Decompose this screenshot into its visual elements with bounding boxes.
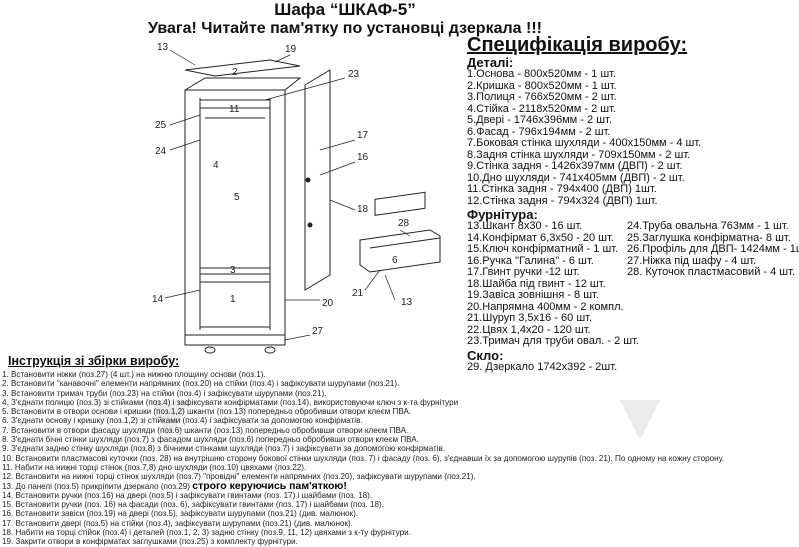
callout-5: 5 [234, 192, 240, 203]
callout-6: 6 [392, 255, 398, 266]
watermark-icons [150, 400, 660, 440]
details-list: Деталі: 1.Основа - 800x520мм - 1 шт.2.Кр… [467, 56, 701, 207]
callout-25: 25 [155, 120, 167, 131]
callout-13b: 13 [401, 297, 413, 308]
glass-heading: Скло: [467, 348, 504, 363]
instruction-step: 10. Встановити пластмасові куточки (поз.… [2, 453, 725, 463]
instruction-step: 2. Встановити "канавочні" елементи напря… [2, 379, 400, 389]
fitting-item: 21.Шуруп 3,5x16 - 60 шт. [467, 312, 593, 324]
instruction-step: 5. Встановити в отвори основи і кришки (… [2, 407, 412, 417]
instructions-heading: Інструкція зі збірки виробу: [8, 354, 180, 368]
step-emphasis: строго керуючись пам'яткою! [192, 479, 347, 492]
instruction-step: 13. До панелі (поз.5) прикріпити дзеркал… [2, 479, 347, 492]
instruction-step: 4. З'єднати полицю (поз.3) зі стійками (… [2, 397, 459, 407]
callout-11: 11 [229, 104, 240, 115]
fitting-item: 24.Труба овальна 763мм - 1 шт. [627, 220, 789, 232]
instruction-step: 14. Встановити ручки (поз.16) на двері (… [2, 490, 373, 500]
fitting-item: 23.Тримач для труби овал. - 2 шт. [467, 335, 639, 347]
detail-item: 5.Двері - 1746x396мм - 2 шт. [467, 114, 612, 126]
detail-item: 7.Боковая стінка шухляди - 400x150мм - 4… [467, 137, 702, 149]
detail-item: 10.Дно шухляди - 741x405мм (ДВП) - 2 шт. [467, 171, 685, 184]
instruction-step: 7. Встановити в отвори фасаду шухляди (п… [2, 425, 409, 435]
fitting-item: 13.Шкант 8x30 - 16 шт. [467, 220, 583, 232]
callout-1: 1 [230, 294, 236, 305]
glass-section: Скло: 29. Дзеркало 1742x392 - 2шт. [467, 349, 617, 374]
instruction-step: 19. Закрити отвори в конфірматах заглушк… [2, 537, 298, 547]
callout-2: 2 [232, 67, 238, 78]
detail-item: 6.Фасад - 796x194мм - 2 шт. [467, 125, 611, 138]
callout-19: 19 [285, 44, 297, 55]
detail-item: 2.Кришка - 800x520мм - 1 шт. [467, 79, 617, 92]
instruction-step: 8. З'єднати бічні стінки шухляди (поз.7)… [2, 435, 419, 445]
wardrobe-carcass [184, 59, 302, 354]
detail-item: 8.Задня стінка шухляди - 709x150мм - 2 ш… [467, 148, 691, 161]
callout-3: 3 [230, 265, 236, 276]
instruction-step: 15. Встановити ручки (поз. 16) на фасади… [2, 500, 385, 510]
fitting-item: 20.Напрямна 400мм - 2 компл. [467, 300, 624, 313]
instruction-step: 11. Набити на нижні торці стінок (поз.7,… [2, 462, 307, 472]
detail-item: 3.Полиця - 766x520мм - 2 шт. [467, 91, 617, 103]
instruction-step: 9. З'єднати задню стінку шухляди (поз.8)… [2, 444, 446, 454]
page-title: Шафа “ШКАФ-5” [274, 0, 416, 19]
callout-14: 14 [152, 294, 164, 305]
fittings-heading: Фурнітура: [467, 207, 538, 222]
callout-17: 17 [357, 130, 369, 141]
detail-item: 9.Стінка задня - 1426x397мм (ДВП) - 2 шт… [467, 160, 683, 172]
spec-heading: Специфікація виробу: [467, 34, 688, 56]
callout-4: 4 [213, 160, 219, 171]
callout-16: 16 [357, 152, 369, 163]
callout-20: 20 [322, 298, 334, 309]
fitting-item: 16.Ручка "Галина" - 6 шт. [467, 254, 594, 267]
drawer [359, 191, 441, 273]
fitting-item: 25.Заглушка конфірматна- 8 шт. [627, 231, 791, 244]
callout-numbers: 13 19 23 25 24 4 5 17 16 18 20 14 27 28 … [152, 42, 413, 337]
instruction-step: 3. Встановити тримач труби (поз.23) на с… [2, 388, 327, 398]
fitting-item: 28. Куточок пластмасовий - 4 шт. [627, 266, 795, 278]
instruction-step: 18. Набити на торці стійок (поз.4) і дет… [2, 528, 411, 538]
callout-18: 18 [357, 204, 369, 215]
detail-item: 12.Стінка задня - 794x324 (ДВП) 1шт. [467, 194, 658, 207]
callout-28: 28 [398, 218, 410, 229]
fitting-item: 15.Ключ конфірматний - 1 шт. [467, 243, 619, 255]
callout-21: 21 [352, 288, 364, 299]
instruction-step: 12. Встановити на нижні торці стінок шух… [2, 472, 476, 482]
instruction-step: 17. Встановити двері (поз.5) на стійки (… [2, 518, 353, 528]
fittings-list-left: 13.Шкант 8x30 - 16 шт.14.Конфірмат 6,3x5… [467, 220, 639, 348]
callout-23: 23 [348, 69, 360, 80]
instructions-list: 1. Встановити ніжки (поз.27) (4 шт.) на … [2, 370, 724, 547]
fitting-item: 14.Конфірмат 6,3x50 - 20 шт. [467, 231, 614, 244]
callout-27: 27 [312, 326, 324, 337]
detail-item: 11.Стінка задня - 794x400 (ДВП) 1шт. [467, 183, 657, 195]
fitting-item: 22.Цвях 1,4x20 - 120 шт. [467, 323, 591, 336]
glass-item: 29. Дзеркало 1742x392 - 2шт. [467, 361, 618, 373]
callout-lines [164, 49, 411, 341]
instruction-step: 1. Встановити ніжки (поз.27) (4 шт.) на … [2, 370, 266, 379]
fitting-item: 17.Гвинт ручки -12 шт. [467, 266, 580, 278]
wardrobe-door [304, 69, 331, 291]
fittings-list-right: 24.Труба овальна 763мм - 1 шт.25.Заглушк… [627, 220, 799, 279]
fitting-item: 19.Завіса зовнішня - 8 шт. [467, 289, 599, 301]
callout-13: 13 [157, 42, 169, 53]
callout-24: 24 [155, 146, 167, 157]
instruction-step: 6. З'єднати основу і кришку (поз.1,2) зі… [2, 416, 363, 426]
instruction-step: 16. Встановити завіси (поз.19) на двері … [2, 509, 359, 519]
detail-item: 4.Стійка - 2118x520мм - 2 шт. [467, 102, 616, 115]
detail-item: 1.Основа - 800x520мм - 1 шт. [467, 68, 617, 80]
mirror-warning: Увага! Читайте пам'ятку по установці дзе… [148, 20, 542, 37]
fitting-item: 27.Ніжка під шафу - 4 шт. [627, 254, 757, 267]
fitting-item: 18.Шайба під гвинт - 12 шт. [467, 277, 606, 290]
details-heading: Деталі: [467, 55, 514, 70]
fitting-item: 26.Профіль для ДВП- 1424мм - 1шт. [627, 243, 799, 255]
